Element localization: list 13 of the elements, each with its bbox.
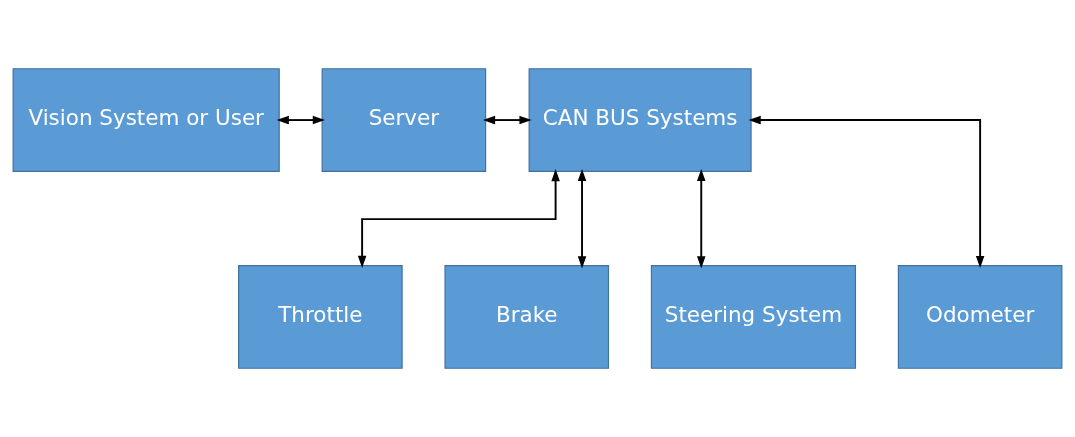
arrow xyxy=(276,115,325,125)
node-box: Vision System or User xyxy=(12,68,280,172)
node-box: Server xyxy=(321,68,487,172)
arrow xyxy=(696,168,706,269)
node-box: Odometer xyxy=(897,265,1063,369)
arrow xyxy=(482,115,532,125)
arrow xyxy=(577,168,587,269)
node-box: Steering System xyxy=(650,265,857,369)
node-box: Brake xyxy=(444,265,610,369)
node-box: CAN BUS Systems xyxy=(528,68,752,172)
arrow xyxy=(748,115,985,269)
node-box: Throttle xyxy=(238,265,403,369)
arrow xyxy=(357,169,560,269)
